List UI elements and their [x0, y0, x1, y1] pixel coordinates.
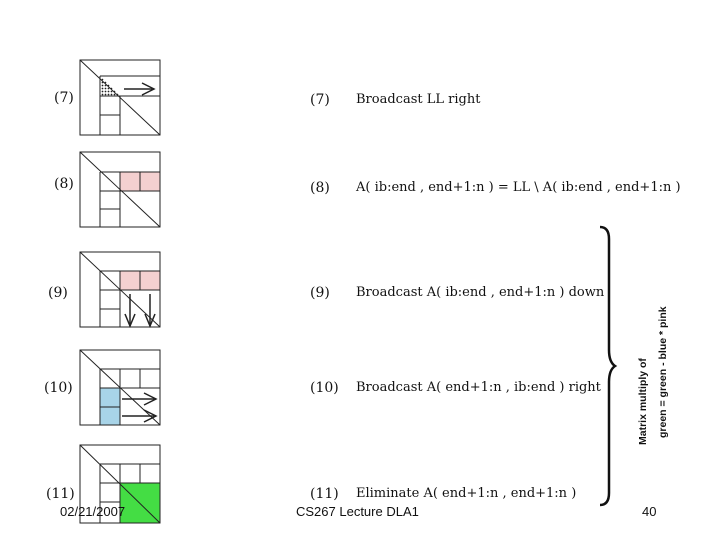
diagram-step-11-number: (11) [46, 486, 75, 502]
arrow-down-icon [124, 294, 136, 328]
arrow-right-icon [122, 409, 158, 423]
diagram-step-8-number: (8) [54, 176, 74, 192]
step-7-number: (7) [310, 92, 330, 108]
side-label-line2: green = green - blue * pink [657, 306, 669, 438]
matrix-diagram-step-11 [79, 444, 161, 524]
step-9-text: Broadcast A( ib:end , end+1:n ) down [356, 285, 605, 300]
side-label-line1: Matrix multiply of [637, 358, 649, 445]
diagram-step-7-number: (7) [54, 90, 74, 106]
footer-page-number: 40 [642, 504, 657, 519]
footer-date: 02/21/2007 [60, 504, 126, 519]
arrow-right-icon [124, 82, 156, 96]
step-11-number: (11) [310, 486, 339, 502]
diagram-step-10-number: (10) [44, 380, 73, 396]
right-brace [599, 225, 618, 507]
matrix-diagram-step-7 [79, 59, 161, 136]
step-9-number: (9) [310, 285, 330, 301]
step-7-text: Broadcast LL right [356, 92, 481, 107]
matrix-diagram-step-8 [79, 151, 161, 228]
step-10-text: Broadcast A( end+1:n , ib:end ) right [356, 380, 601, 395]
step-8-number: (8) [310, 180, 330, 196]
matrix-diagram-step-10 [79, 349, 161, 426]
ll-triangle [100, 76, 120, 96]
step-10-number: (10) [310, 380, 339, 396]
arrow-down-icon [144, 294, 156, 328]
arrow-right-icon [122, 392, 158, 406]
matrix-diagram-step-9 [79, 251, 161, 328]
step-8-text: A( ib:end , end+1:n ) = LL \ A( ib:end ,… [356, 180, 681, 195]
step-11-text: Eliminate A( end+1:n , end+1:n ) [356, 486, 577, 501]
diagram-step-9-number: (9) [48, 285, 68, 301]
footer-course-title: CS267 Lecture DLA1 [296, 504, 419, 519]
